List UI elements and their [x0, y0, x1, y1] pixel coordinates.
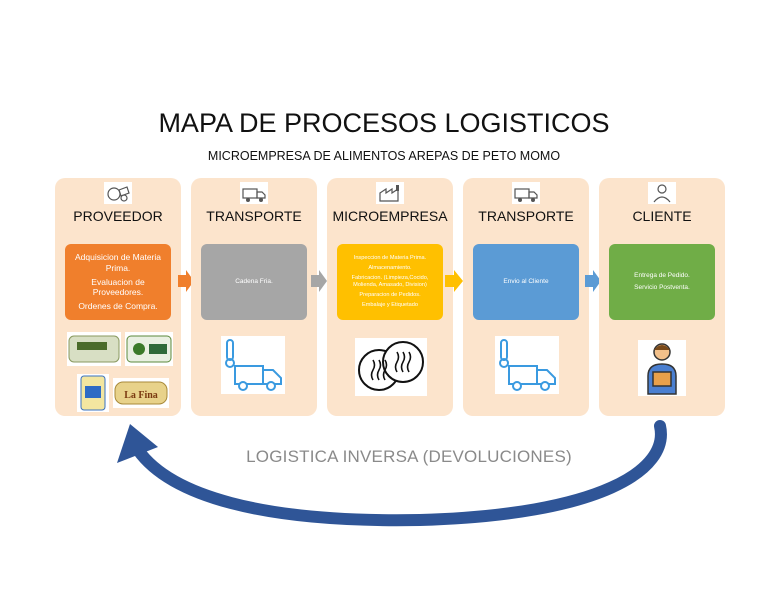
- arepas-icon: [355, 338, 427, 396]
- process-item: Almacenamiento.: [368, 265, 412, 272]
- process-item: Entrega de Pedido.: [634, 272, 690, 280]
- diagram-subtitle: MICROEMPRESA DE ALIMENTOS AREPAS DE PETO…: [207, 149, 561, 163]
- process-item: Fabricacion. (Limpieza,Cocido, Molienda,…: [351, 275, 429, 288]
- product-image-la-fina: La Fina: [113, 378, 169, 408]
- process-item: Adquisicion de Materia Prima.: [75, 252, 161, 274]
- process-box-proveedor: Adquisicion de Materia Prima. Evaluacion…: [65, 244, 171, 320]
- panel-microempresa: MICROEMPRESA Inspeccion de Materia Prima…: [327, 178, 453, 416]
- panel-title: TRANSPORTE: [206, 208, 302, 224]
- panel-transporte-2: TRANSPORTE Envio al Cliente: [463, 178, 589, 416]
- process-item: Envio al Cliente: [503, 277, 549, 285]
- panel-transporte-1: TRANSPORTE Cadena Fria.: [191, 178, 317, 416]
- diagram-title: MAPA DE PROCESOS LOGISTICOS: [158, 108, 610, 138]
- panel-title: TRANSPORTE: [478, 208, 574, 224]
- panel-title: MICROEMPRESA: [332, 208, 448, 224]
- product-image: [125, 332, 173, 366]
- process-item: Ordenes de Compra.: [78, 300, 158, 311]
- process-item: Evaluacion de Proveedores.: [91, 276, 145, 298]
- panel-cliente: CLIENTE Entrega de Pedido. Servicio Post…: [599, 178, 725, 416]
- process-box-transporte-2: Envio al Cliente: [473, 244, 579, 320]
- truck-icon: [240, 182, 268, 204]
- product-image: [77, 374, 109, 412]
- customer-icon: [648, 182, 676, 204]
- panel-proveedor: PROVEEDOR Adquisicion de Materia Prima. …: [55, 178, 181, 416]
- process-item: Inspeccion de Materia Prima.: [353, 255, 427, 262]
- panel-title: PROVEEDOR: [73, 208, 163, 224]
- process-box-microempresa: Inspeccion de Materia Prima. Almacenamie…: [337, 244, 443, 320]
- process-item: Cadena Fria.: [235, 277, 273, 285]
- process-item: Preparacion de Pedidos.: [359, 291, 421, 298]
- supplier-icon: [104, 182, 132, 204]
- truck-icon: [512, 182, 540, 204]
- product-image: [67, 332, 121, 366]
- customer-person-icon: [638, 340, 686, 396]
- process-item: Servicio Postventa.: [634, 283, 690, 291]
- product-label: La Fina: [124, 390, 158, 401]
- process-box-transporte-1: Cadena Fria.: [201, 244, 307, 320]
- process-item: Embalaje y Etiquetado: [362, 301, 418, 308]
- refrigerated-truck-icon: [495, 336, 559, 394]
- refrigerated-truck-icon: [221, 336, 285, 394]
- panel-title: CLIENTE: [632, 208, 692, 224]
- process-box-cliente: Entrega de Pedido. Servicio Postventa.: [609, 244, 715, 320]
- reverse-logistics-label: LOGISTICA INVERSA (DEVOLUCIONES): [246, 447, 572, 466]
- factory-icon: [376, 182, 404, 204]
